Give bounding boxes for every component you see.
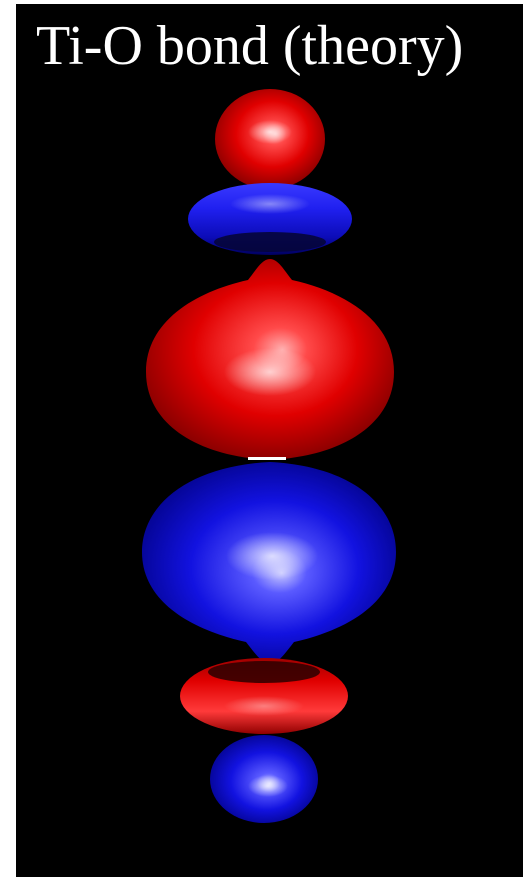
bottom-blue-sphere — [210, 735, 318, 823]
top-red-sphere — [215, 89, 325, 189]
upper-red-lobe — [146, 259, 394, 460]
upper-blue-ring — [188, 183, 352, 255]
center-marker — [248, 457, 286, 460]
figure-panel: Ti-O bond (theory) — [16, 4, 523, 877]
orbital-render — [142, 89, 396, 823]
lower-blue-lobe — [142, 462, 396, 664]
figure-title: Ti-O bond (theory) — [36, 15, 464, 77]
lower-red-ring — [180, 658, 348, 734]
